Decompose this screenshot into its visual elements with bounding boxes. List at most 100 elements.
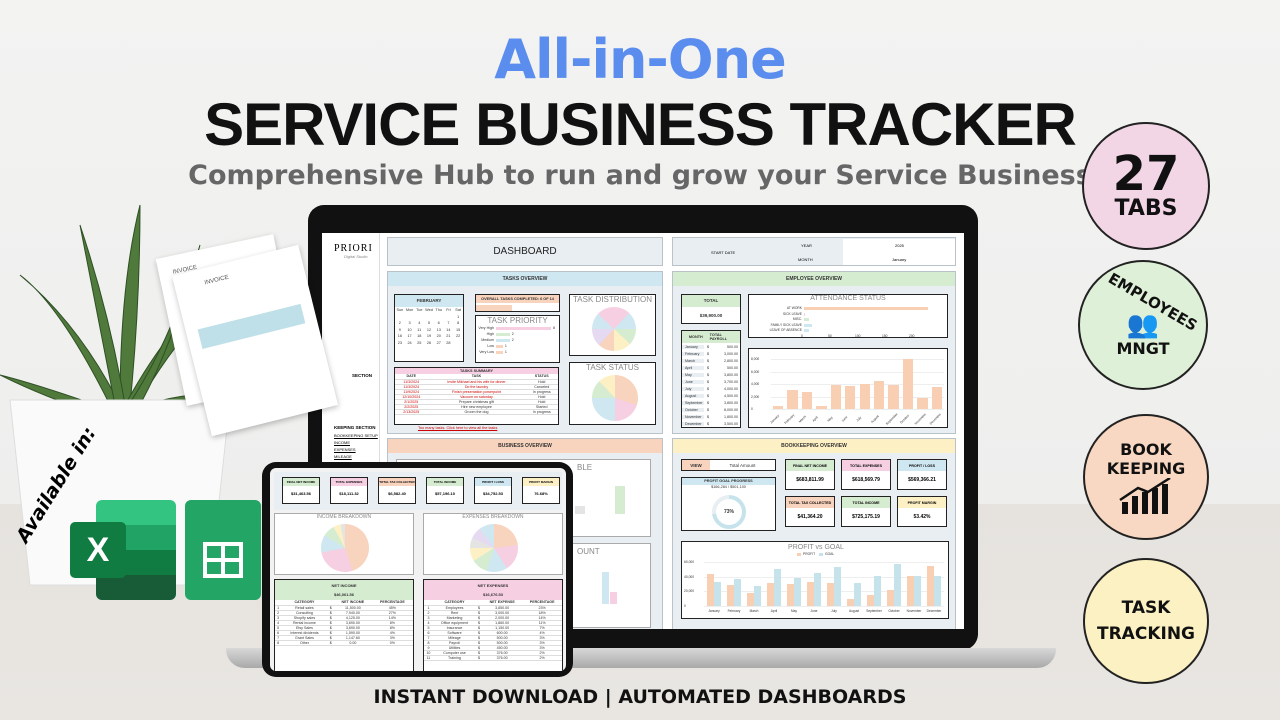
pvg-bar-goal	[914, 575, 921, 606]
task-date: 2/2/2025	[395, 404, 428, 410]
pvg-bar-goal	[854, 583, 861, 606]
view-all-tasks-link[interactable]: Too many tasks. Click here to view all t…	[418, 426, 498, 430]
task-date: 11/9/2024	[395, 389, 428, 395]
calendar-date[interactable]: 19	[426, 334, 432, 338]
calendar-date[interactable]: 4	[418, 321, 421, 325]
view-value: Total Amount	[729, 462, 756, 468]
table-cell: 600.00	[482, 630, 523, 636]
pvg-tick: 0	[684, 604, 686, 608]
month-select[interactable]: January	[892, 257, 907, 262]
calendar-date[interactable]: 13	[436, 327, 441, 332]
calendar-date[interactable]: 11	[417, 327, 422, 332]
table-cell: 1,147.60	[333, 635, 372, 641]
task-status: In progress	[525, 409, 558, 415]
calendar-date[interactable]	[453, 340, 463, 347]
calendar-date[interactable]: 24	[407, 340, 412, 345]
calendar-date[interactable]: 3	[408, 321, 411, 325]
task-name: Hire new employee	[427, 404, 526, 410]
calendar-date[interactable]: 20	[436, 334, 441, 338]
table-cell: 4%	[371, 630, 413, 636]
payroll-bar	[845, 385, 856, 409]
attendance-bar	[804, 329, 810, 332]
expenses-pie	[470, 524, 518, 572]
calendar-date[interactable]: 21	[446, 334, 451, 338]
priority-bar	[496, 332, 510, 336]
calendar-date[interactable]: 14	[446, 327, 451, 332]
calendar-date[interactable]: 22	[456, 334, 461, 338]
table-cell: 18%	[522, 610, 562, 616]
calendar-weekday: Thu	[435, 308, 442, 312]
table-cell: Computer use	[432, 650, 477, 656]
table-cell: 1	[275, 605, 282, 611]
tablet-kpi-card: TOTAL INCOME$57,196.10	[426, 477, 464, 504]
attendance-bar	[804, 318, 810, 321]
table-cell: 3,850.00	[482, 605, 523, 611]
attendance-category: AT WORK	[786, 306, 802, 310]
kpi-value: $34,752.53	[482, 491, 504, 496]
calendar-date[interactable]: 15	[456, 327, 461, 332]
calendar-weekday: Wed	[425, 308, 433, 312]
sidebar-link-mileage[interactable]: MILEAGE	[334, 454, 352, 459]
priority-value: 1	[504, 350, 507, 354]
calendar-date[interactable]: 26	[426, 340, 432, 345]
calendar-date[interactable]: 7	[447, 321, 450, 325]
col-date: DATE	[395, 374, 428, 380]
calendar-date[interactable]: 9	[398, 327, 401, 332]
priority-label: Medium	[481, 338, 494, 342]
calendar-date[interactable]: 8	[457, 321, 460, 325]
table-cell: 376.00	[482, 650, 523, 656]
calendar-date[interactable]: 10	[407, 327, 412, 332]
sidebar-link-income[interactable]: INCOME	[334, 440, 350, 445]
table-cell: 3,690.00	[333, 620, 372, 626]
calendar-date[interactable]: 17	[407, 334, 412, 338]
net-income-title: NET INCOME	[331, 583, 357, 588]
employee-overview-panel: EMPLOYEE OVERVIEW TOTAL $39,900.00 MONTH…	[672, 271, 956, 434]
calendar-date[interactable]: 12	[426, 327, 432, 332]
payroll-amount: 4,500.00	[724, 393, 738, 398]
calendar-date[interactable]: 25	[417, 340, 422, 345]
profit-goal-donut: 73%	[712, 495, 746, 529]
calendar-date[interactable]: 2	[398, 321, 401, 325]
table-cell: 8	[424, 640, 433, 646]
calendar-date[interactable]: 28	[446, 340, 451, 345]
task-date: 11/3/2024	[395, 384, 428, 390]
calendar-date[interactable]: 1	[457, 314, 460, 319]
view-select[interactable]: VIEW Total Amount	[681, 459, 776, 471]
kpi-value: $6,582.40	[388, 491, 406, 496]
payroll-currency: $	[707, 414, 709, 419]
calendar-date[interactable]: 18	[417, 334, 422, 338]
sidebar-link-expenses[interactable]: EXPENSES	[334, 447, 356, 452]
pvg-bar-profit	[807, 581, 814, 606]
table-cell: 3	[424, 615, 433, 621]
kpi-label: PROFIT / LOSS	[475, 478, 511, 486]
calendar-date[interactable]: 6	[437, 321, 440, 325]
priority-bar	[496, 350, 503, 354]
calendar-date[interactable]: 16	[397, 334, 402, 338]
payroll-amount: 3,800.00	[724, 400, 738, 405]
calendar-date[interactable]: 5	[427, 321, 431, 325]
calendar-date[interactable]: 27	[436, 340, 441, 345]
sidebar-link-bookkeeping-setup[interactable]: BOOKKEEPING SETUP	[334, 433, 378, 438]
kpi-value: $725,175.19	[852, 514, 880, 520]
payroll-row: January$500.00	[682, 343, 740, 350]
expenses-breakdown-title: EXPENSES BREAKDOWN	[462, 514, 524, 520]
payroll-currency: $	[707, 386, 709, 391]
income-breakdown-chart: INCOME BREAKDOWN	[274, 513, 414, 575]
table-cell: 4%	[522, 630, 562, 636]
priority-value: 1	[504, 344, 507, 348]
gridline	[704, 562, 944, 563]
calendar-date[interactable]: 23	[397, 340, 402, 345]
net-expenses-total: $16,676.53	[482, 592, 504, 597]
year-value[interactable]: 2025	[895, 243, 904, 248]
task-date: 2/13/2025	[395, 409, 428, 415]
